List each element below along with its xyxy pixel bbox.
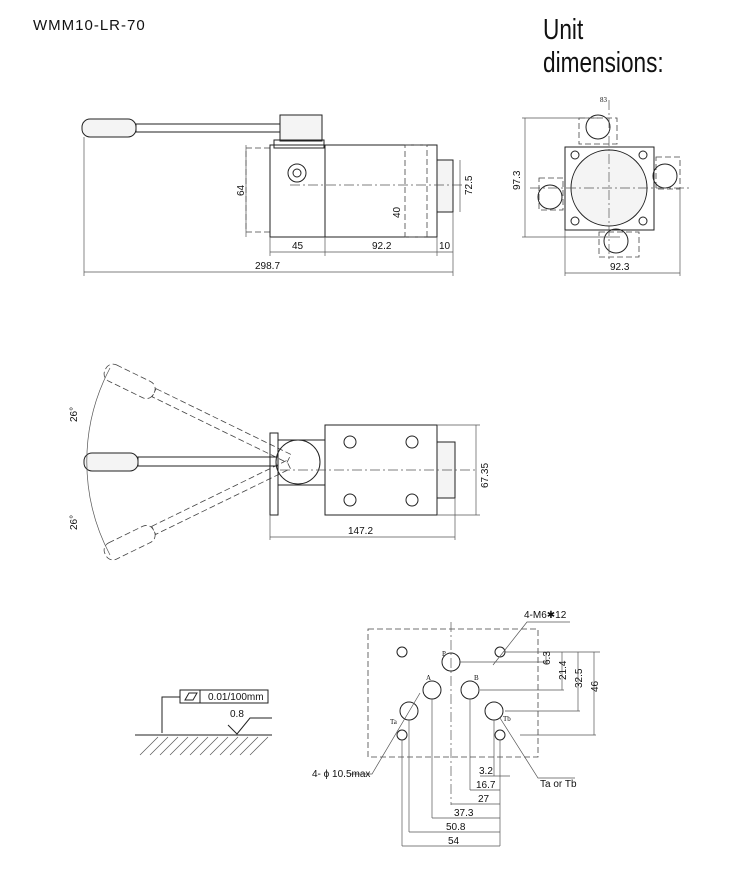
dim-92-3: 92.3 (610, 262, 630, 273)
port-note-label: Ta or Tb (540, 779, 577, 790)
dim-h-27: 27 (478, 794, 490, 805)
mounting-face: P A B Ta Tb 4-M6✱12 4- ϕ 10.5max Ta or T… (312, 610, 601, 847)
dim-97-3: 97.3 (512, 170, 523, 190)
dim-h-54: 54 (448, 836, 460, 847)
dim-92-2: 92.2 (372, 241, 392, 252)
side-view: 64 72.5 40 45 92.2 10 298.7 (81, 114, 475, 276)
port-p: P (442, 650, 446, 658)
page-title: Unit dimensions: (543, 14, 664, 79)
end-view: 83 97.3 92.3 (512, 96, 690, 276)
dim-45: 45 (292, 241, 304, 252)
port-tb: Tb (503, 715, 511, 723)
port-a: A (426, 674, 431, 682)
dim-64: 64 (236, 184, 247, 196)
thread-label: 4-M6✱12 (524, 610, 567, 621)
dim-83: 83 (600, 96, 608, 104)
flatness-value: 0.01/100mm (208, 692, 264, 703)
angle-up: 26° (69, 407, 80, 422)
model-number: WMM10-LR-70 (33, 17, 146, 34)
port-b: B (474, 674, 479, 682)
dim-72-5: 72.5 (464, 175, 475, 195)
dim-h-37-3: 37.3 (454, 808, 474, 819)
surface-spec: 0.01/100mm 0.8 (135, 689, 272, 756)
dim-h-16-7: 16.7 (476, 780, 496, 791)
dim-40: 40 (392, 206, 403, 218)
dim-h-3-2: 3.2 (479, 766, 493, 777)
port-dia-label: 4- ϕ 10.5max (312, 769, 370, 780)
angle-down: 26° (69, 515, 80, 530)
dim-v-6-3: 6.3 (542, 651, 553, 665)
dim-v-46: 46 (590, 680, 601, 692)
dim-147-2: 147.2 (348, 526, 373, 537)
dim-v-21-4: 21.4 (558, 660, 569, 680)
dim-10: 10 (439, 241, 451, 252)
dim-298-7: 298.7 (255, 261, 280, 272)
dim-h-50-8: 50.8 (446, 822, 466, 833)
dim-67-35: 67.35 (480, 463, 491, 488)
dim-v-32-5: 32.5 (574, 668, 585, 688)
port-ta: Ta (390, 718, 398, 726)
roughness-value: 0.8 (230, 709, 244, 720)
top-view: 26° 26° 67.35 147.2 (69, 363, 491, 561)
